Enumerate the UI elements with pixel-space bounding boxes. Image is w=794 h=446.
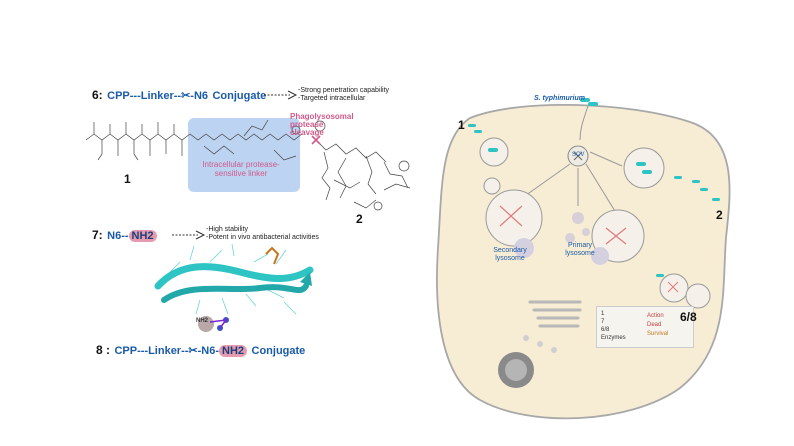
structure-nh2-tag: NH2 [196, 318, 209, 324]
secondary-lysosome-label: Secondary lysosome [493, 247, 527, 262]
scv-label: SCV [572, 152, 585, 158]
legend-item-enzymes: Enzymes [601, 335, 626, 341]
cell-label-68: 6/8 [680, 310, 697, 324]
property-7-1: -High stability [206, 226, 249, 233]
conjugate-6-part-cpp: CPP---Linker-- [107, 90, 182, 102]
legend-key-action: Action [647, 313, 664, 319]
phagolysosomal-label: Phagolysosomal protease cleavage [290, 112, 354, 137]
property-6-2: -Targeted intracellular [298, 95, 366, 102]
legend-keys: Action Dead Survival [647, 312, 668, 339]
conjugate-8-part-nh2: NH2 [219, 345, 248, 357]
conjugate-8-part-n6: -N6- [197, 345, 220, 357]
cell-svg [436, 98, 731, 420]
arrow-6-icon [262, 88, 298, 102]
legend: 1 7 6/8 Enzymes Action Dead Survival [596, 306, 694, 348]
conjugate-6-row: 6: CPP---Linker--✂-N6 Conjugate [92, 86, 266, 104]
molecule-svg [85, 118, 411, 211]
conjugate-6-part-label: Conjugate [212, 90, 267, 102]
peptide-7-row: 7: N6--NH2 [92, 226, 157, 244]
compound-number-7: 7: [92, 228, 103, 242]
molecule-label-1: 1 [124, 172, 131, 186]
legend-items: 1 7 6/8 Enzymes [601, 310, 626, 342]
skeletal-lines [85, 119, 411, 211]
cleavage-scissors-icon [310, 133, 322, 151]
scissors-icon: ✂ [181, 90, 191, 102]
conjugate-8-part-label: Conjugate [251, 345, 306, 357]
molecule-structure [84, 110, 434, 235]
species-label: S. typhimurium [534, 95, 585, 102]
peptide-7-nh2: NH2 [128, 230, 157, 242]
compound-number-8: 8 : [96, 343, 111, 357]
scissors-8-icon: ✂ [188, 345, 198, 357]
compound-number-6: 6: [92, 88, 103, 102]
conjugate-6-part-n6: -N6 [190, 90, 209, 102]
legend-key-survival: Survival [647, 331, 669, 337]
peptide-ribbon-structure [150, 242, 320, 337]
ribbon-svg [154, 243, 314, 332]
linker-highlight-box [188, 118, 300, 192]
legend-item-1: 1 [601, 311, 605, 317]
legend-item-7: 7 [601, 319, 605, 325]
peptide-7-n6: N6 [107, 230, 122, 242]
molecule-label-2: 2 [356, 212, 363, 226]
conjugate-8-part-cpp: CPP---Linker-- [114, 345, 189, 357]
cell-diagram: 1 7 6/8 Enzymes Action Dead Survival [430, 88, 770, 438]
cell-label-1: 1 [458, 118, 465, 132]
arrow-7-icon [170, 228, 206, 242]
linker-label: Intracellular protease-sensitive linker [202, 160, 280, 178]
conjugate-8-row: 8 : CPP---Linker--✂-N6-NH2 Conjugate [96, 341, 305, 359]
properties-6: -Strong penetration capability -Targeted… [298, 87, 389, 103]
property-6-1: -Strong penetration capability [298, 87, 390, 94]
properties-7: -High stability -Potent in vivo antibact… [206, 226, 319, 242]
property-7-2: -Potent in vivo antibacterial activities [206, 234, 319, 241]
primary-lysosome-label: Primary lysosome [565, 242, 595, 257]
cell-label-2: 2 [716, 208, 723, 222]
legend-key-dead: Dead [647, 322, 662, 328]
legend-item-68: 6/8 [601, 327, 610, 333]
